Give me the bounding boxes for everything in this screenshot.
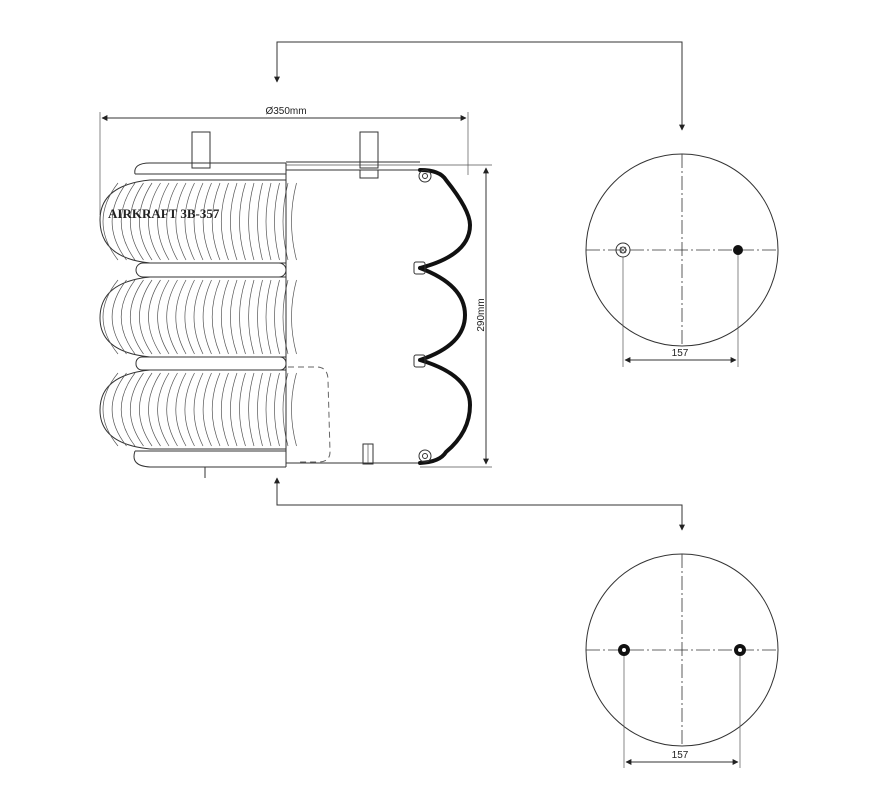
inner-piston-outline — [288, 366, 331, 463]
top-plate — [134, 162, 286, 175]
top-view-connector — [274, 41, 685, 131]
exterior-view: AIRKRAFT 3B-357 — [99, 131, 379, 478]
bottom-plate — [133, 450, 286, 468]
height-label: 290mm — [476, 298, 487, 331]
diameter-label: Ø350mm — [265, 106, 306, 117]
section-view — [285, 161, 472, 467]
bellows-profile — [418, 168, 472, 465]
top-stud-left — [191, 131, 211, 169]
height-dimension: 290mm — [286, 164, 492, 468]
top-bolt-hole — [733, 245, 743, 255]
product-label: AIRKRAFT 3B-357 — [108, 206, 220, 221]
convolution-1 — [99, 179, 286, 264]
bottom-bolt-spacing-label: 157 — [672, 750, 689, 761]
convolution-3 — [99, 369, 286, 450]
top-bolt-spacing-label: 157 — [672, 348, 689, 359]
top-plate-view: 157 — [585, 153, 779, 367]
girdle-ring-2 — [135, 356, 287, 371]
top-stud-right — [359, 131, 379, 169]
bottom-view-connector — [274, 477, 685, 531]
diameter-dimension: Ø350mm — [99, 106, 469, 215]
bottom-plate-view: 157 — [585, 553, 779, 768]
convolution-2 — [99, 276, 286, 358]
girdle-ring-1 — [135, 262, 287, 278]
